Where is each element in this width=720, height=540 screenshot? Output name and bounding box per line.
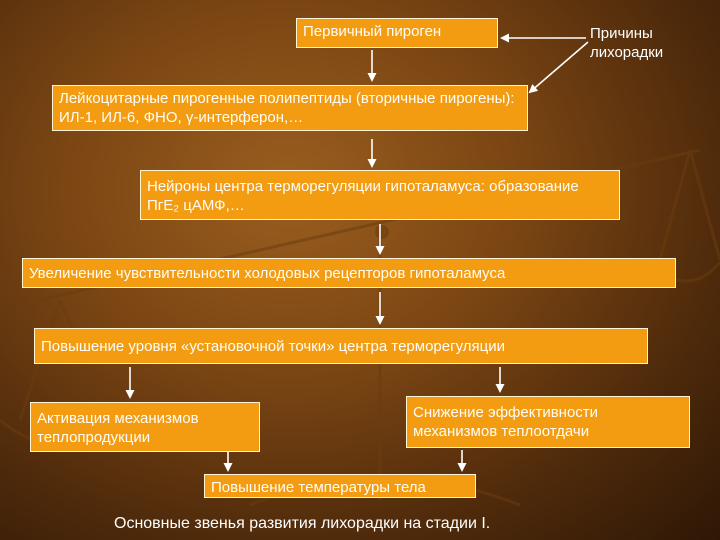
diagram-caption: Основные звенья развития лихорадки на ст… xyxy=(114,515,574,533)
node-temperature-rise: Повышение температуры тела xyxy=(204,474,476,498)
node-heat-loss-text: Снижение эффективности механизмов теплоо… xyxy=(413,404,598,440)
node-heat-loss: Снижение эффективности механизмов теплоо… xyxy=(406,396,690,448)
node-cold-receptors-text: Увеличение чувствительности холодовых ре… xyxy=(29,265,505,282)
node-cold-receptors: Увеличение чувствительности холодовых ре… xyxy=(22,258,676,288)
node-hypothalamus-neurons: Нейроны центра терморегуляции гипоталаму… xyxy=(140,170,620,220)
node-heat-production: Активация механизмов теплопродукции xyxy=(30,402,260,452)
diagram-caption-text: Основные звенья развития лихорадки на ст… xyxy=(114,515,490,532)
node-set-point-text: Повышение уровня «установочной точки» це… xyxy=(41,338,505,355)
node-primary-pyrogen: Первичный пироген xyxy=(296,18,498,48)
node-hypothalamus-neurons-text: Нейроны центра терморегуляции гипоталаму… xyxy=(147,178,579,214)
node-temperature-rise-text: Повышение температуры тела xyxy=(211,479,426,496)
node-heat-production-text: Активация механизмов теплопродукции xyxy=(37,410,199,446)
node-secondary-pyrogens-text: Лейкоцитарные пирогенные полипептиды (вт… xyxy=(59,90,515,126)
label-fever-causes: Причины лихорадки xyxy=(590,24,690,62)
label-fever-causes-text: Причины лихорадки xyxy=(590,25,663,61)
node-secondary-pyrogens: Лейкоцитарные пирогенные полипептиды (вт… xyxy=(52,85,528,131)
node-set-point: Повышение уровня «установочной точки» це… xyxy=(34,328,648,364)
node-primary-pyrogen-text: Первичный пироген xyxy=(303,23,441,40)
